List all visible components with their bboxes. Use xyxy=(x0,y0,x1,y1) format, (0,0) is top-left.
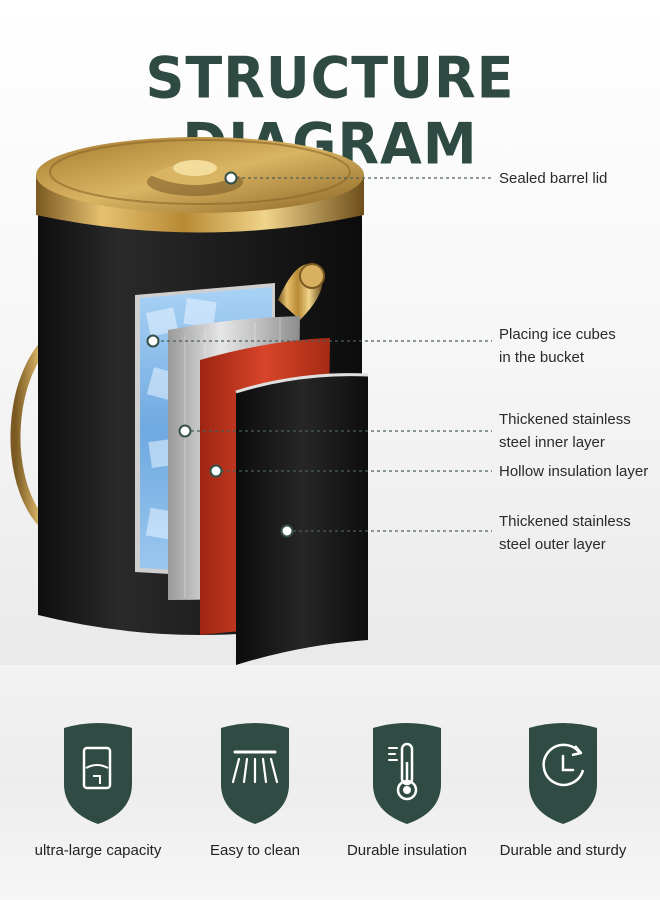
callout-ice-label: Placing ice cubes in the bucket xyxy=(499,326,616,366)
cup-icon xyxy=(64,723,132,824)
callout-inner-label: Thickened stainless steel inner layer xyxy=(499,411,631,451)
clock-icon xyxy=(529,723,597,824)
shower-icon xyxy=(221,723,289,824)
callout-hollow-label: Hollow insulation layer xyxy=(499,463,649,480)
feature-capacity: ultra-large capacity xyxy=(23,722,173,859)
ice-bucket-illustration xyxy=(10,137,492,665)
feature-insulation: Durable insulation xyxy=(332,722,482,859)
callout-dots xyxy=(146,171,294,538)
outer-steel-layer xyxy=(236,374,368,665)
feature-capacity-label: ultra-large capacity xyxy=(34,842,162,859)
feature-clean: Easy to clean xyxy=(180,722,330,859)
page-title: STRUCTURE DIAGRAM xyxy=(145,44,515,178)
feature-clean-label: Easy to clean xyxy=(209,842,301,859)
handle-rivet xyxy=(299,263,325,289)
feature-insulation-label: Durable insulation xyxy=(346,842,468,859)
callout-lid-label: Sealed barrel lid xyxy=(499,170,608,187)
thermometer-icon xyxy=(373,723,441,824)
feature-durable: Durable and sturdy xyxy=(488,722,638,859)
feature-durable-label: Durable and sturdy xyxy=(499,842,627,859)
callout-outer-label: Thickened stainless steel outer layer xyxy=(499,513,631,553)
